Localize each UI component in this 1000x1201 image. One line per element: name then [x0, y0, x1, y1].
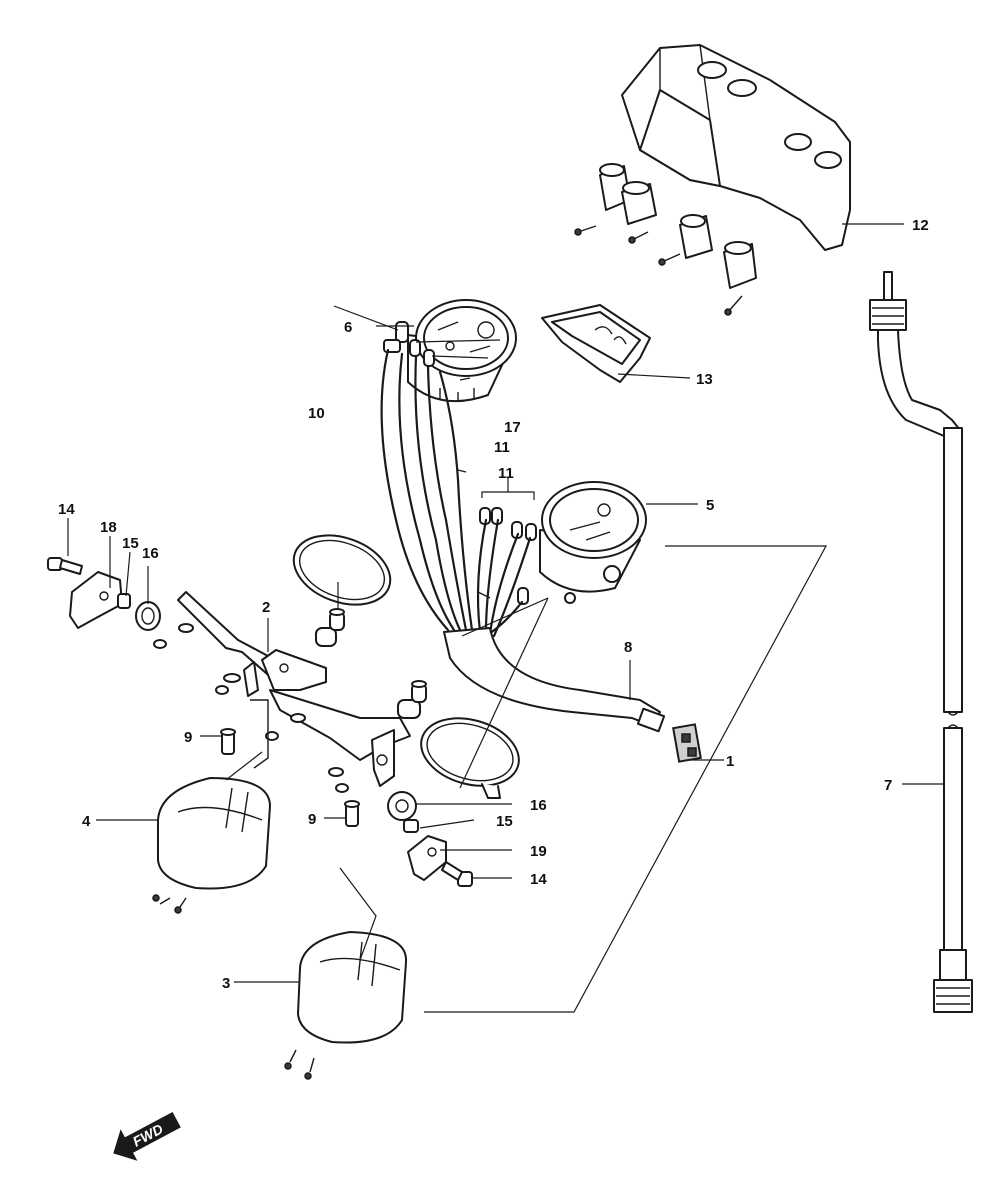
callout-2: 2 [262, 599, 270, 616]
callout-7: 7 [884, 777, 892, 794]
callout-19: 19 [530, 843, 547, 860]
callout-14-left: 14 [58, 501, 75, 518]
damper-grommet-lower [397, 680, 427, 719]
part-11-bulbs-upper[interactable] [423, 349, 435, 367]
part-9-bolt-lower[interactable] [344, 800, 360, 827]
part-11-bulbs-lower[interactable] [479, 507, 537, 605]
part-15-collar-left[interactable] [117, 593, 131, 609]
fwd-label: FWD [130, 1121, 166, 1150]
part-6-tachometer[interactable] [407, 299, 517, 403]
callout-14-right: 14 [530, 871, 547, 888]
wiring-harness [380, 348, 532, 642]
callout-10: 10 [308, 405, 325, 422]
damper-grommet-upper [315, 608, 345, 647]
part-1-assembly-outline [424, 545, 828, 1013]
part-4-tachometer-cup[interactable] [152, 777, 271, 914]
callout-15-right: 15 [496, 813, 513, 830]
part-14-bolt-left[interactable] [47, 557, 83, 575]
callout-11-lower: 11 [498, 465, 514, 482]
part-3-speedometer-cup[interactable] [284, 931, 408, 1080]
callout-16-left: 16 [142, 545, 159, 562]
callout-8: 8 [624, 639, 632, 656]
part-16-grommet-left[interactable] [135, 601, 161, 631]
callout-5: 5 [706, 497, 714, 514]
tachometer-rim-ring [292, 534, 392, 606]
part-19-bracket[interactable] [407, 835, 447, 881]
nut-washer-set [153, 623, 349, 793]
callout-9-upper: 9 [184, 729, 192, 746]
speedometer-rim-ring [420, 717, 520, 799]
part-16-grommet-right[interactable] [387, 791, 417, 821]
callout-4: 4 [82, 813, 91, 830]
part-2-mounting-bracket[interactable] [177, 591, 411, 787]
part-12-handlebar-cover[interactable] [574, 44, 851, 316]
callout-labels: 12 6 13 10 17 11 11 5 14 18 15 16 2 8 9 … [58, 217, 929, 992]
callout-16-right: 16 [530, 797, 547, 814]
part-7-speedometer-cable[interactable] [869, 271, 973, 1013]
callout-3: 3 [222, 975, 230, 992]
callout-18: 18 [100, 519, 117, 536]
part-9-bolt-upper[interactable] [220, 728, 236, 755]
part-13-indicator-panel[interactable] [541, 304, 651, 383]
callout-11-upper: 11 [494, 439, 510, 456]
leader-lines [67, 223, 944, 983]
callout-17: 17 [504, 419, 521, 436]
callout-6: 6 [344, 319, 352, 336]
callout-12: 12 [912, 217, 929, 234]
part-8-wire-harness[interactable] [443, 627, 702, 763]
callout-1: 1 [726, 753, 734, 770]
callout-13: 13 [696, 371, 713, 388]
part-5-speedometer[interactable] [539, 481, 647, 604]
fwd-direction-arrow: FWD [113, 1111, 181, 1161]
callout-15-left: 15 [122, 535, 139, 552]
part-18-bracket[interactable] [69, 571, 123, 629]
part-14-bolt-right[interactable] [441, 861, 473, 887]
callout-9-lower: 9 [308, 811, 316, 828]
part-15-collar-right[interactable] [403, 819, 419, 833]
